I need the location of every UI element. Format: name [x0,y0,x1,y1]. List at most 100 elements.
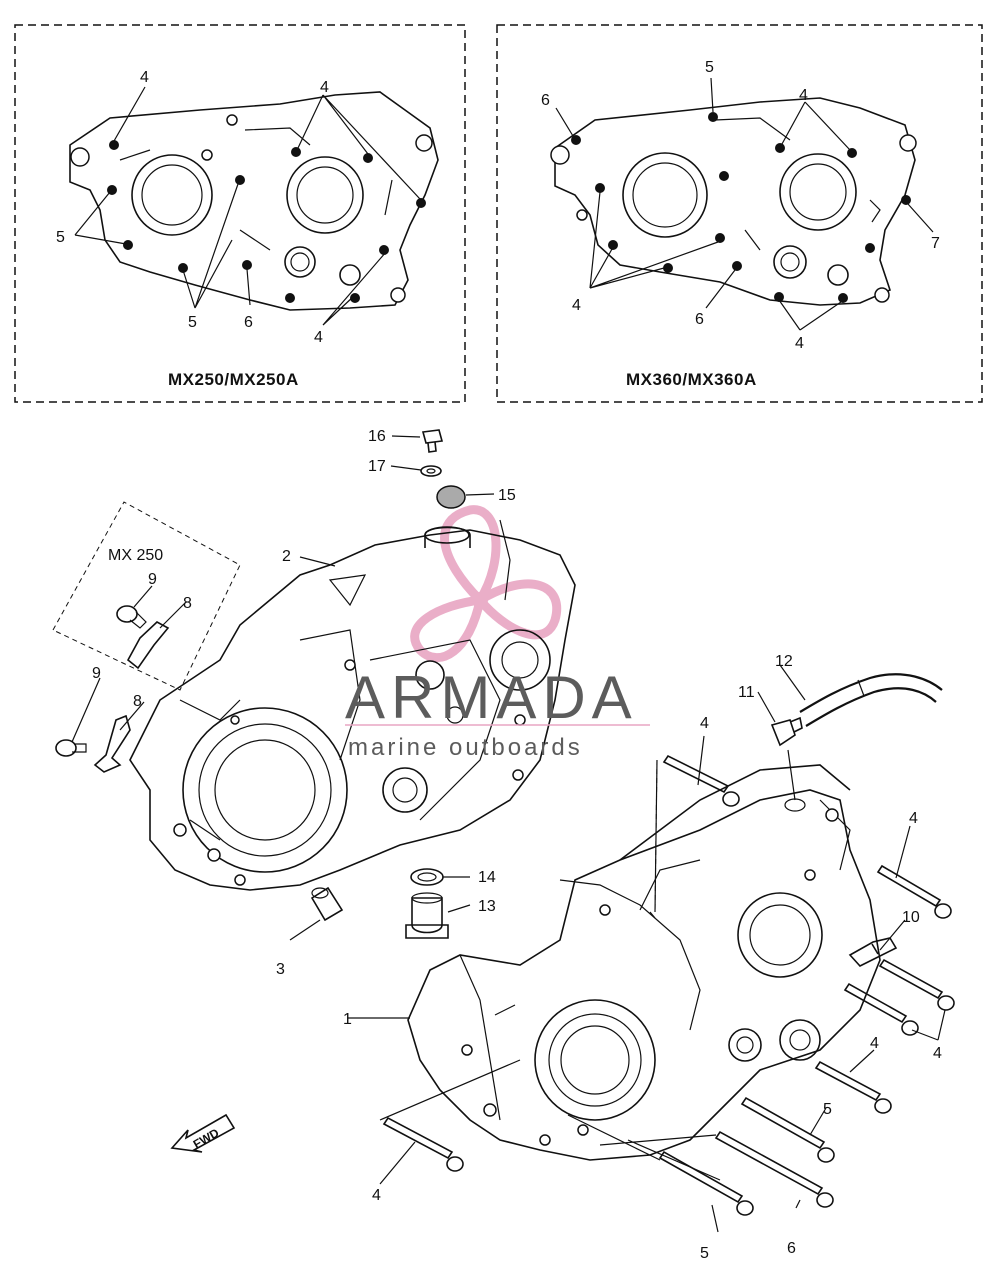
leader-lines [74,86,421,326]
bolt-4 [843,982,908,1024]
bolts [382,754,955,1216]
bolt-hole [719,171,729,181]
callout-13: 13 [478,898,496,915]
bolt-4 [876,864,942,908]
callout-5: 5 [188,314,197,331]
bolt-hole [350,293,360,303]
callout-6: 6 [787,1240,796,1257]
bolt-4 [382,1116,454,1160]
callout-4: 4 [140,69,149,86]
cylinder-bore [622,152,708,238]
variant-label: MX 250 [108,547,163,564]
bolt-hole [235,175,245,185]
callout-4: 4 [320,79,329,96]
bolt-hole [242,260,252,270]
watermark-brand: ARMADA [345,664,638,731]
dowel-3 [310,886,344,922]
armada-watermark: ARMADA marine outboards [345,664,650,761]
caption-mx250: MX250/MX250A [168,370,299,389]
callout-12: 12 [775,653,793,670]
callout-15: 15 [498,487,516,504]
bolt-hole [178,263,188,273]
callout-7: 7 [931,235,940,252]
callout-8: 8 [133,693,142,710]
caption-mx360: MX360/MX360A [626,370,757,389]
bolt-hole [708,112,718,122]
callout-4: 4 [799,87,808,104]
gasket-14 [410,868,444,886]
panel-border [14,24,466,403]
callout-10: 10 [902,909,920,926]
bolt-hole [123,240,133,250]
screw-9 [116,605,147,629]
panel-mx250: 4 4 5 5 6 4 MX250/MX250A [14,24,466,403]
bolt-hole [285,293,295,303]
washer-17 [420,465,442,477]
callout-4: 4 [572,297,581,314]
cylinder-bore [131,154,213,236]
bolt-4 [814,1060,882,1102]
callout-4: 4 [700,715,709,732]
bolt-hole [608,240,618,250]
bolt-hole [291,147,301,157]
callout-8: 8 [183,595,192,612]
callout-9: 9 [148,571,157,588]
cylinder-bore [534,999,656,1121]
callout-5: 5 [823,1101,832,1118]
callout-5: 5 [56,229,65,246]
callout-4: 4 [795,335,804,352]
bolt-hole [715,233,725,243]
fwd-arrow-icon: FWD [170,1113,236,1153]
crankcase-outline [554,97,916,306]
callout-16: 16 [368,428,386,445]
leader-lines [555,77,934,331]
panel-mx360: 5 6 4 7 4 6 4 MX360/MX360A [496,24,983,403]
cap-15 [436,485,466,509]
callout-6: 6 [541,92,550,109]
callout-4: 4 [909,810,918,827]
clip-8 [126,621,170,670]
callout-1: 1 [343,1011,352,1028]
variant-box-mx250: MX 250 [52,501,241,691]
crank-bore [737,892,823,978]
callout-4: 4 [372,1187,381,1204]
crank-bore [286,156,364,234]
bolt-16 [421,429,444,453]
small-parts [55,429,943,967]
callout-2: 2 [282,548,291,565]
callout-9: 9 [92,665,101,682]
drain-plug-13 [405,897,449,939]
callout-5: 5 [705,59,714,76]
callout-4: 4 [870,1035,879,1052]
screw-9 [55,739,87,757]
bolt-5 [740,1096,826,1150]
callout-6: 6 [244,314,253,331]
bolt-hole [571,135,581,145]
bolt-hole [901,195,911,205]
callout-17: 17 [368,458,386,475]
bolt-hole [663,263,673,273]
bolt-hole [732,261,742,271]
hose-12 [799,673,943,713]
callout-3: 3 [276,961,285,978]
callout-4: 4 [314,329,323,346]
bolt-4 [662,754,730,794]
bolt-6 [714,1130,824,1196]
callout-5: 5 [700,1245,709,1262]
clamp-10 [848,937,898,967]
bolt-hole [109,140,119,150]
bolt-hole [774,292,784,302]
crankcase-outline [69,91,439,311]
elbow-11 [770,716,803,747]
crankcase-left-half [129,519,576,891]
watermark-tagline: marine outboards [348,734,583,761]
bolt-hole [363,153,373,163]
callout-4: 4 [933,1045,942,1062]
bolt-hole [865,243,875,253]
bolt-hole [847,148,857,158]
bolt-hole [838,293,848,303]
cylinder-bore [182,707,348,873]
callout-6: 6 [695,311,704,328]
